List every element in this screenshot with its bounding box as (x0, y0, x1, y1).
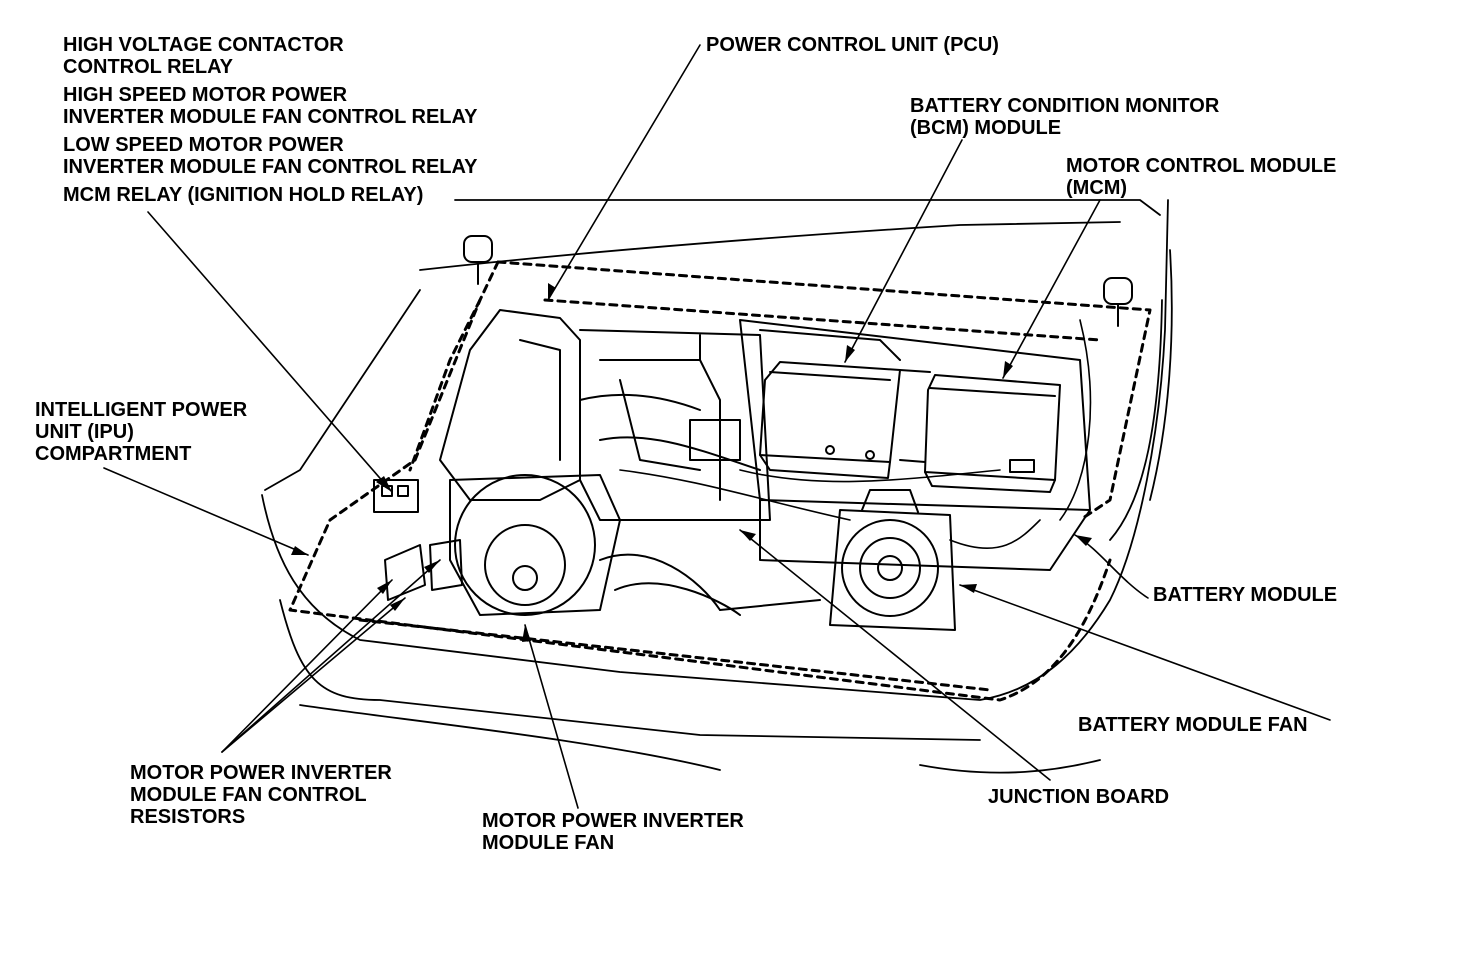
mounting-posts (463, 235, 1133, 327)
leader-inverter-fan (524, 624, 579, 809)
label-mcm-relay: MCM RELAY (IGNITION HOLD RELAY) (63, 184, 424, 206)
battery-fan (829, 489, 956, 631)
leader-resistor-1 (221, 579, 393, 753)
leader-mcm (1002, 199, 1101, 379)
label-bcm-module: BATTERY CONDITION MONITOR(BCM) MODULE (910, 95, 1220, 139)
battery-box (739, 319, 1091, 571)
wiring-harness (619, 319, 1092, 550)
arrowheads (291, 283, 1092, 642)
inverter-fan (449, 474, 821, 616)
leader-lines (103, 44, 1331, 809)
ipu-compartment-outline (288, 260, 1152, 702)
label-battery-module: BATTERY MODULE (1153, 584, 1338, 606)
label-junction-board: JUNCTION BOARD (988, 786, 1170, 808)
leader-pcu (547, 44, 701, 301)
bcm-module (759, 361, 901, 479)
leader-resistor-2 (221, 597, 406, 753)
label-battery-module-fan: BATTERY MODULE FAN (1078, 714, 1308, 736)
leader-bcm (844, 139, 963, 363)
leader-battery-fan (959, 584, 1331, 721)
mcm-module (924, 374, 1061, 493)
label-mcm: MOTOR CONTROL MODULE(MCM) (1066, 155, 1337, 199)
pcu-housing (439, 309, 901, 521)
leader-junction (739, 529, 1051, 781)
label-pcu: POWER CONTROL UNIT (PCU) (706, 34, 999, 56)
leader-ipu (103, 467, 309, 556)
leader-resistor-3 (221, 559, 441, 753)
relay-cluster (373, 479, 463, 601)
leader-mcm-relay (147, 211, 393, 493)
